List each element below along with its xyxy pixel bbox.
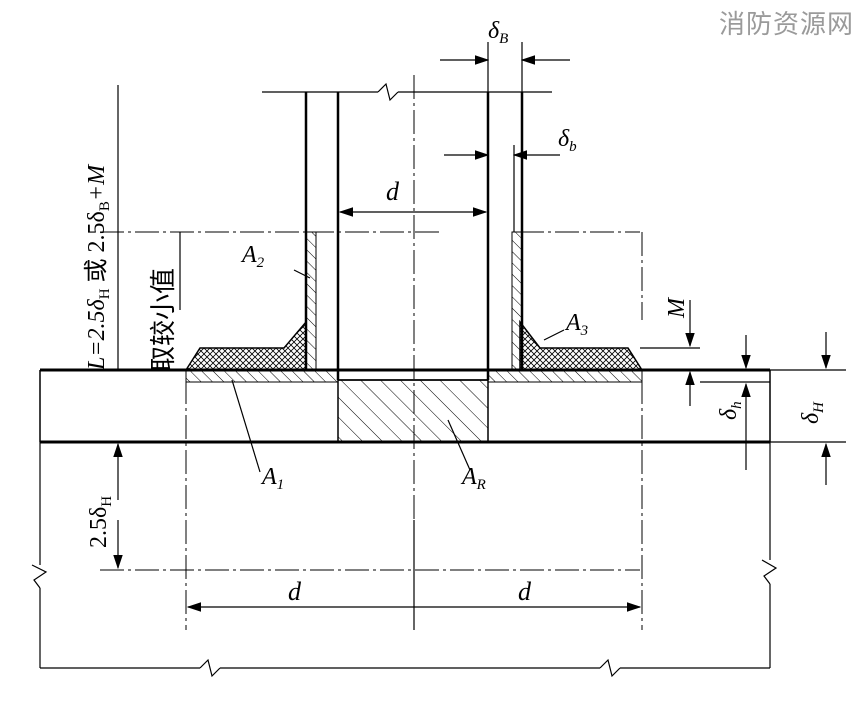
weld-right	[519, 319, 644, 371]
label-L-note: 取较小值	[149, 268, 178, 372]
label-A3: A3	[564, 310, 588, 339]
label-d-left: d	[288, 577, 302, 606]
label-M: M	[664, 296, 690, 319]
label-d-inner: d	[386, 177, 400, 206]
label-delta-b: δb	[558, 126, 577, 155]
watermark-text: 消防资源网	[718, 10, 854, 40]
label-delta-B: δB	[488, 18, 508, 47]
area-AR	[337, 379, 489, 443]
label-A1: A1	[260, 464, 284, 493]
area-A1-right	[487, 369, 643, 383]
weld-left	[184, 319, 307, 371]
label-AR: AR	[460, 464, 486, 493]
dimensions	[113, 42, 846, 630]
label-L-formula: L=2.5δH 或 2.5δB+M	[83, 163, 113, 371]
centerlines	[100, 75, 643, 630]
label-d-right: d	[518, 577, 532, 606]
label-2-5-delta-H: 2.5δH	[86, 496, 115, 548]
label-A2: A2	[240, 242, 265, 271]
area-A1-left	[185, 369, 339, 383]
label-delta-h: δh	[716, 401, 745, 420]
label-delta-H: δH	[798, 401, 827, 424]
area-A2-right	[511, 231, 523, 371]
nozzle-walls	[262, 82, 552, 380]
area-A2-left	[305, 231, 317, 371]
